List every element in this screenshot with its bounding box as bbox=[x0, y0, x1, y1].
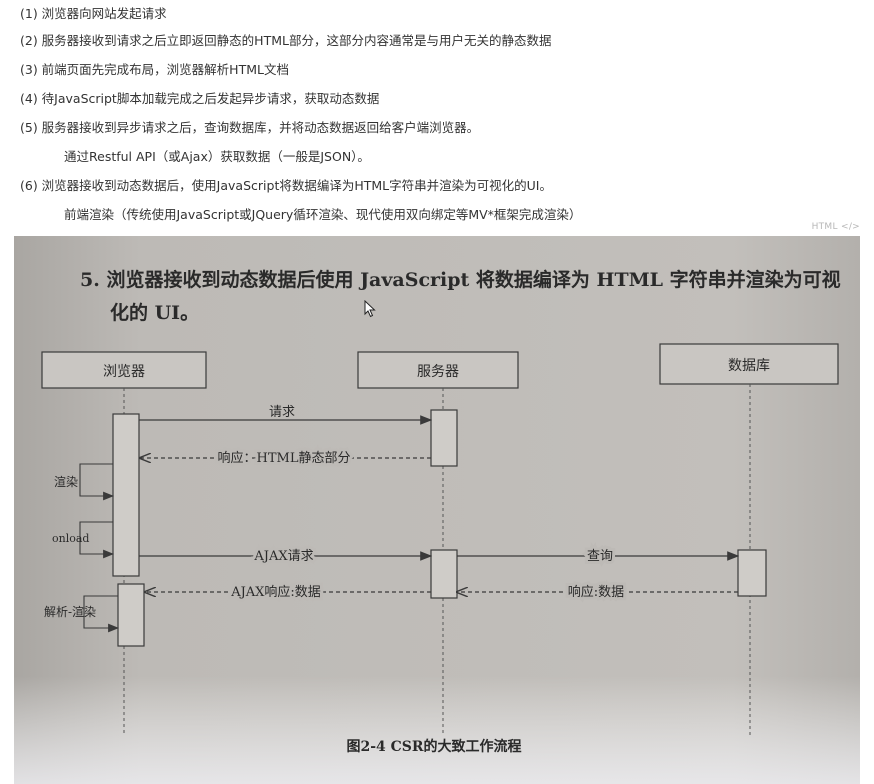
static-response-label: 响应：HTML静态部分 bbox=[218, 450, 351, 466]
server-lane-label: 服务器 bbox=[417, 364, 459, 380]
parse-render-label: 解析-渲染 bbox=[44, 604, 96, 619]
server-lane-box bbox=[357, 351, 519, 389]
db-response-label: 响应:数据 bbox=[568, 584, 624, 600]
figure-caption: 图2-4 CSR的大致工作流程 bbox=[346, 738, 521, 755]
step-5-note: 通过Restful API（或Ajax）获取数据（一般是JSON）。 bbox=[64, 149, 370, 164]
paper-fade bbox=[14, 676, 860, 784]
ajax-request-label: AJAX请求 bbox=[253, 549, 313, 564]
code-language-label: HTML bbox=[811, 222, 838, 232]
database-lane-box bbox=[659, 343, 839, 385]
browser-lane-box bbox=[41, 351, 207, 389]
browser-activation-2 bbox=[117, 583, 145, 647]
figure-heading-line2: 化的 UI。 bbox=[110, 301, 199, 324]
server-activation-2 bbox=[430, 549, 458, 599]
onload-label: onload bbox=[52, 532, 89, 545]
browser-activation-1 bbox=[112, 413, 140, 577]
step-1: (1) 浏览器向网站发起请求 bbox=[20, 6, 167, 21]
step-5: (5) 服务器接收到异步请求之后，查询数据库，并将动态数据返回给客户端浏览器。 bbox=[20, 120, 480, 135]
query-label: 查询 bbox=[587, 549, 613, 564]
step-6-note: 前端渲染（传统使用JavaScript或JQuery循环渲染、现代使用双向绑定等… bbox=[64, 207, 582, 222]
server-activation-1 bbox=[430, 409, 458, 467]
request-label: 请求 bbox=[269, 405, 295, 420]
parse-render-self-call bbox=[83, 595, 120, 633]
render-label: 渲染 bbox=[54, 474, 78, 489]
figure-heading-line1: 5. 浏览器接收到动态数据后使用 JavaScript 将数据编译为 HTML … bbox=[80, 268, 841, 291]
ajax-response-label: AJAX响应:数据 bbox=[230, 584, 321, 600]
step-3: (3) 前端页面先完成布局，浏览器解析HTML文档 bbox=[20, 62, 289, 77]
step-6: (6) 浏览器接收到动态数据后，使用JavaScript将数据编译为HTML字符… bbox=[20, 178, 552, 193]
book-photo: 5. 浏览器接收到动态数据后使用 JavaScript 将数据编译为 HTML … bbox=[14, 236, 860, 784]
render-self-call bbox=[79, 463, 115, 501]
code-language-tag[interactable]: HTML </> bbox=[812, 222, 860, 232]
step-4: (4) 待JavaScript脚本加载完成之后发起异步请求，获取动态数据 bbox=[20, 91, 380, 106]
step-2: (2) 服务器接收到请求之后立即返回静态的HTML部分，这部分内容通常是与用户无… bbox=[20, 33, 552, 48]
mouse-pointer-icon bbox=[364, 300, 376, 318]
onload-self-call bbox=[79, 521, 115, 559]
browser-lane-label: 浏览器 bbox=[103, 364, 145, 380]
code-icon: </> bbox=[840, 222, 860, 232]
database-lane-label: 数据库 bbox=[728, 358, 770, 374]
database-activation bbox=[737, 549, 767, 597]
